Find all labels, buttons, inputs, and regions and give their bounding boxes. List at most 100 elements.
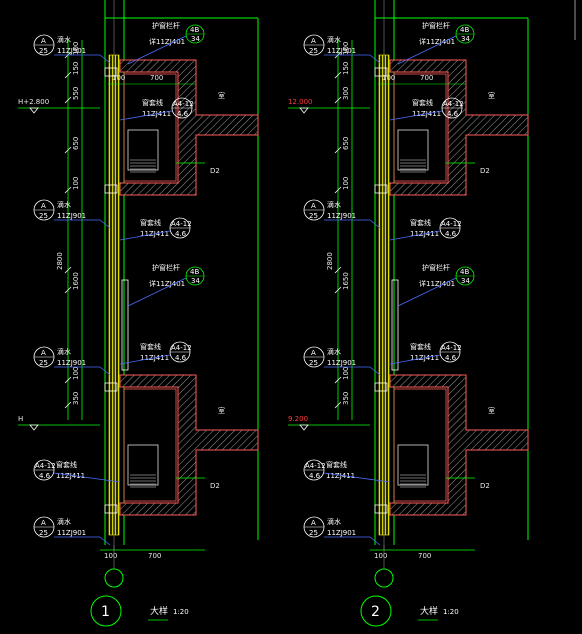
callout-leader-end <box>369 219 381 229</box>
callout-bottom: 25 <box>309 212 318 220</box>
title-bubble <box>90 595 122 627</box>
reference-leader <box>127 277 187 307</box>
reference-leader <box>397 35 457 65</box>
level-label-top: 12.000 <box>288 98 313 106</box>
seal-leader <box>323 472 391 483</box>
callout-code: 11ZJ901 <box>57 47 86 55</box>
reference-leader <box>127 35 187 65</box>
seal-code: 11ZJ411 <box>326 472 355 480</box>
callout-bottom: 25 <box>39 529 48 537</box>
title-text: 大样 <box>420 605 438 617</box>
sill-mark <box>104 184 118 194</box>
detail-panel-1: D2室D2室10015055065010028001600100350H+2.8… <box>18 0 259 627</box>
room-label: 室 <box>488 406 495 415</box>
reference-code: 详11ZJ401 <box>419 279 455 288</box>
seal-text: 窗套线 <box>410 342 431 351</box>
reference-top: 4B <box>190 26 199 34</box>
callout-text: 滴水 <box>57 35 71 44</box>
room-label: 室 <box>488 91 495 100</box>
level-triangle <box>299 107 309 114</box>
dimension-tick <box>64 96 72 104</box>
dimension-tick <box>64 286 72 294</box>
dimension-tick <box>64 71 72 79</box>
dimension-value: 1600 <box>72 272 80 290</box>
callout-text: 滴水 <box>327 517 341 526</box>
dimension-tick <box>334 266 342 274</box>
level-triangle <box>299 424 309 431</box>
sill-mark <box>374 184 388 194</box>
title-number: 2 <box>371 604 380 620</box>
callout-code: 11ZJ901 <box>57 212 86 220</box>
callout-top: A <box>41 519 46 527</box>
sill-mark <box>104 382 118 392</box>
dimension-value: 550 <box>72 87 80 100</box>
detail-panels: D2室D2室10015055065010028001600100350H+2.8… <box>18 0 576 627</box>
hatched-wall <box>389 374 529 516</box>
seal-bottom: 4.6 <box>447 110 459 118</box>
reference-bottom: 34 <box>461 35 470 43</box>
seal-leader <box>119 110 173 121</box>
cavity-outline <box>123 388 177 502</box>
railing-post <box>391 279 399 371</box>
callout-bottom: 25 <box>39 47 48 55</box>
seal-leader <box>389 230 441 241</box>
dimension-value: 100 <box>342 42 350 55</box>
window-box-2: D2室 <box>374 374 529 516</box>
title-scale: 1:20 <box>173 608 189 616</box>
dimension-tick <box>334 376 342 384</box>
dimension-tick <box>334 71 342 79</box>
title-bubble <box>360 595 392 627</box>
seal-bottom: 4.6 <box>309 472 321 480</box>
reference-top: 4B <box>460 26 469 34</box>
sill-mark <box>374 67 388 77</box>
dimension-value: 350 <box>342 392 350 405</box>
hatched-wall <box>119 374 259 516</box>
dimension-tick <box>64 401 72 409</box>
dimension-value: 1650 <box>342 272 350 290</box>
callout-text: 滴水 <box>327 35 341 44</box>
d2-label: D2 <box>480 167 490 175</box>
callout-bottom: 25 <box>39 359 48 367</box>
callout-top: A <box>41 202 46 210</box>
seal-bottom: 4.6 <box>175 354 187 362</box>
callout-bottom: 25 <box>309 359 318 367</box>
callout-leader-end <box>99 366 111 376</box>
callout-leader-end <box>99 536 111 546</box>
dimension-tick <box>334 146 342 154</box>
reference-bottom: 34 <box>191 277 200 285</box>
callout-bottom: 25 <box>39 212 48 220</box>
reference-top: 4B <box>460 268 469 276</box>
seal-leader <box>119 354 171 365</box>
reference-text: 护窗栏杆 <box>152 263 180 272</box>
seal-bottom: 4.6 <box>175 230 187 238</box>
seal-top: A4-12 <box>171 344 192 352</box>
seal-bottom: 4.6 <box>39 472 51 480</box>
callout-top: A <box>311 37 316 45</box>
callout-code: 11ZJ901 <box>327 359 356 367</box>
dimension-value: 150 <box>72 62 80 75</box>
level-triangle <box>29 107 39 114</box>
window-box-1: D2 室 <box>374 59 529 196</box>
callout-text: 滴水 <box>327 200 341 209</box>
unit-outline <box>127 444 159 486</box>
seal-text: 窗套线 <box>326 460 347 469</box>
hatched-wall <box>119 59 259 196</box>
reference-text: 护窗栏杆 <box>422 21 450 30</box>
level-label-top: H+2.800 <box>18 98 49 106</box>
dimension-value: 100 <box>72 367 80 380</box>
level-label-bottom: 9.200 <box>288 415 308 423</box>
